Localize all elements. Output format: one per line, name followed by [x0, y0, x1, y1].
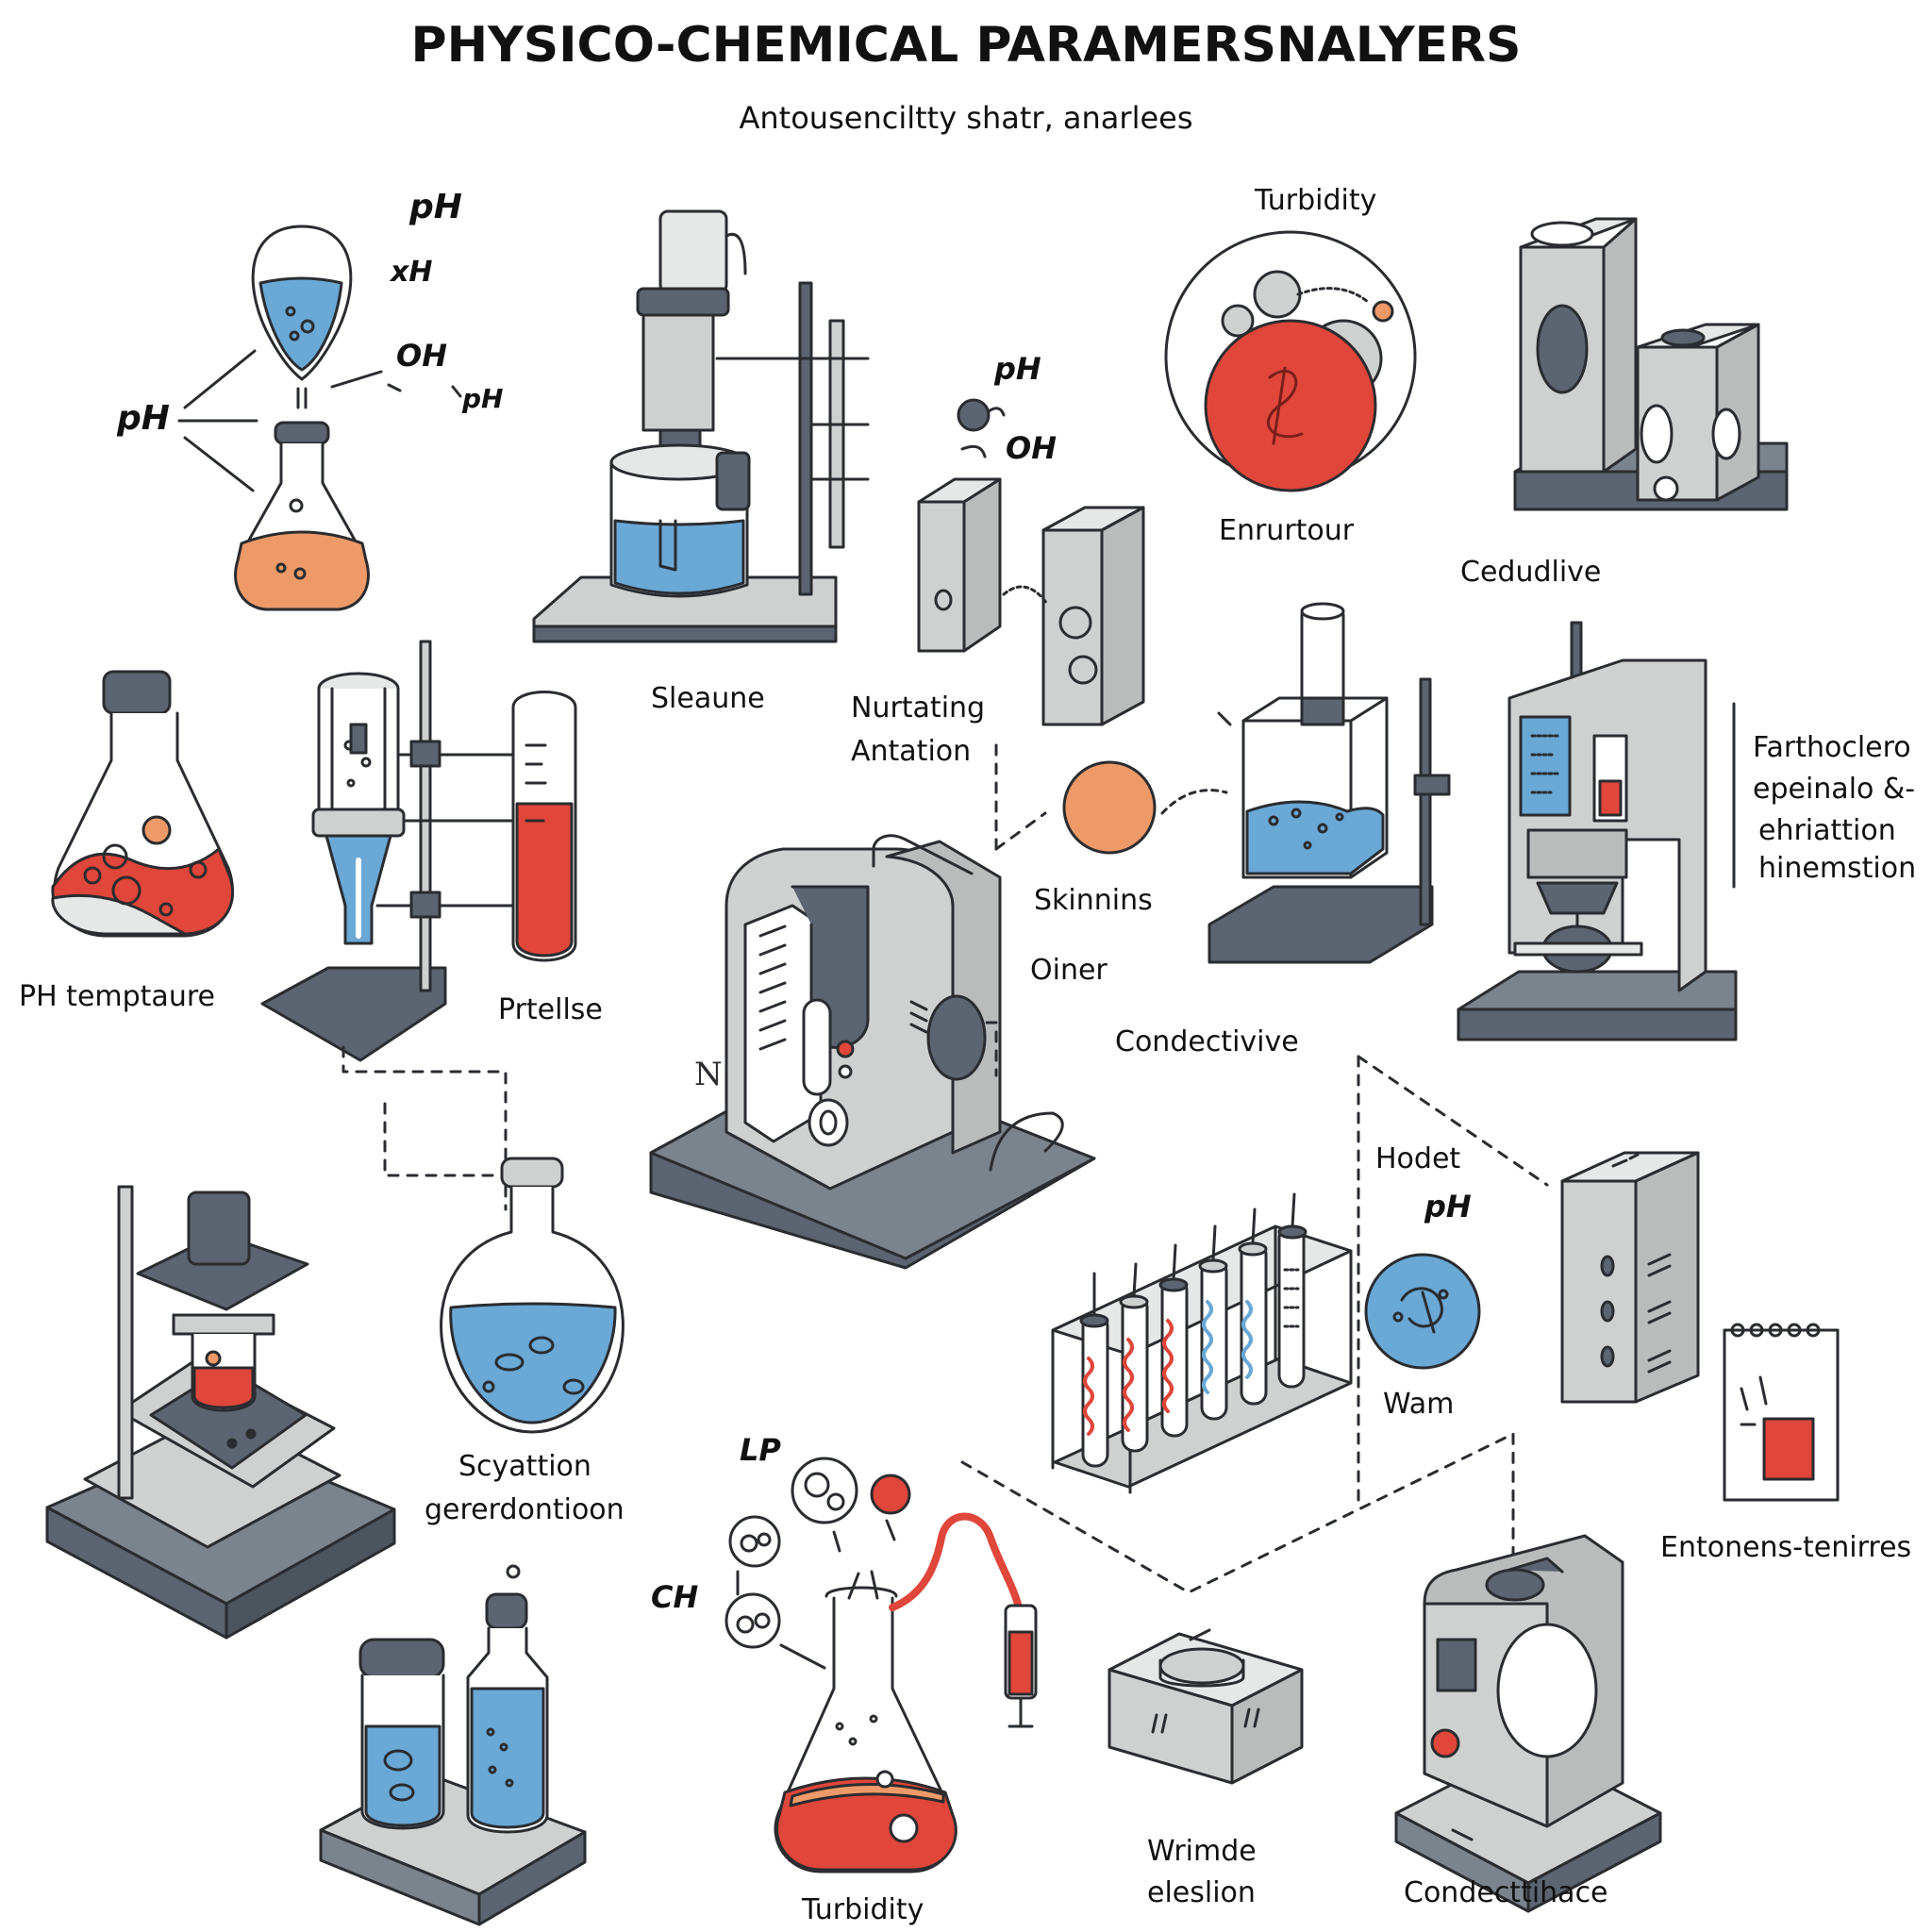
drop-funnel [251, 225, 353, 409]
test-tube-red [511, 691, 577, 962]
small-instrument-box [1108, 1628, 1304, 1785]
central-machine [649, 834, 1096, 1270]
label-sleaune: Sleaune [651, 682, 765, 715]
page-subtitle: Antousenciltty shatr, anarlees [739, 100, 1193, 136]
label-eleslion: eleslion [1147, 1876, 1256, 1909]
heater-press [45, 1185, 396, 1640]
label-ph-temptaure: PH temptaure [19, 980, 215, 1013]
dashed-connectors [341, 743, 1549, 1594]
burette-stand [260, 640, 530, 1062]
label-ph-small: pH [462, 383, 504, 414]
ph-connector-lines [177, 349, 462, 492]
label-entonens: Entonens-tenirres [1660, 1531, 1912, 1564]
notepad [1723, 1323, 1840, 1502]
label-hinemstion: hinemstion [1758, 852, 1917, 885]
round-bottom-flask [440, 1157, 625, 1434]
label-oh-mid: OH [1006, 430, 1057, 466]
tall-control-box [1560, 1151, 1700, 1404]
label-ph-top: pH [409, 188, 462, 226]
label-skinnins: Skinnins [1034, 884, 1153, 917]
tall-analyzer [1457, 621, 1738, 1041]
label-prtellse: Prtellse [498, 993, 603, 1026]
gauge-device [1394, 1534, 1662, 1913]
label-ehriattion: ehriattion [1758, 814, 1896, 847]
sample-jars [319, 1564, 587, 1926]
label-oiner: Oiner [1030, 954, 1108, 987]
titration-stand [532, 209, 870, 643]
label-antation: Antation [851, 735, 972, 768]
label-epeinalo: epeinalo &- [1753, 773, 1916, 806]
test-tube-rack [1051, 1192, 1353, 1494]
label-oh-left: OH [396, 338, 447, 374]
label-hodet: Hodet [1375, 1142, 1461, 1175]
label-wrimde: Wrimde [1147, 1835, 1257, 1868]
label-lp: LP [740, 1432, 781, 1468]
beaker-on-stand [1160, 602, 1451, 964]
label-condecttihace: Condecttihace [1404, 1876, 1608, 1909]
label-condectivive: Condectivive [1115, 1025, 1299, 1058]
instrument-pair-top-right [1513, 217, 1789, 511]
label-ph-rack: pH [1424, 1189, 1472, 1224]
flask-with-tube [774, 1512, 1038, 1874]
orange-sphere [1062, 760, 1157, 855]
turbidity-circle [1164, 230, 1417, 492]
label-gererdontioon: gererdontioon [425, 1493, 625, 1526]
label-turbidity-top: Turbidity [1255, 184, 1377, 217]
label-cedudlive: Cedudlive [1460, 556, 1602, 589]
label-ph-left: pH [117, 399, 170, 438]
label-farthoclero: Farthoclero [1753, 731, 1911, 764]
sample-boxes [917, 398, 1145, 726]
machine-mark: N [694, 1056, 723, 1093]
flask-red-liquid [51, 670, 235, 938]
label-turbidity-bottom: Turbidity [802, 1893, 924, 1926]
label-nurtating: Nurtating [851, 691, 986, 724]
label-xh: xH [391, 256, 433, 289]
erlenmeyer-flask-top-left [234, 421, 370, 611]
label-scyattion: Scyattion [458, 1450, 591, 1483]
label-wam: Wam [1383, 1388, 1455, 1421]
label-ch: CH [651, 1579, 699, 1615]
label-ph-mid: pH [994, 351, 1041, 387]
molecules [724, 1457, 911, 1670]
page-title: PHYSICO-CHEMICAL PARAMERSNALYERS [410, 17, 1522, 74]
blue-sample-circle [1364, 1253, 1481, 1370]
label-enrurtour: Enrurtour [1219, 514, 1355, 547]
